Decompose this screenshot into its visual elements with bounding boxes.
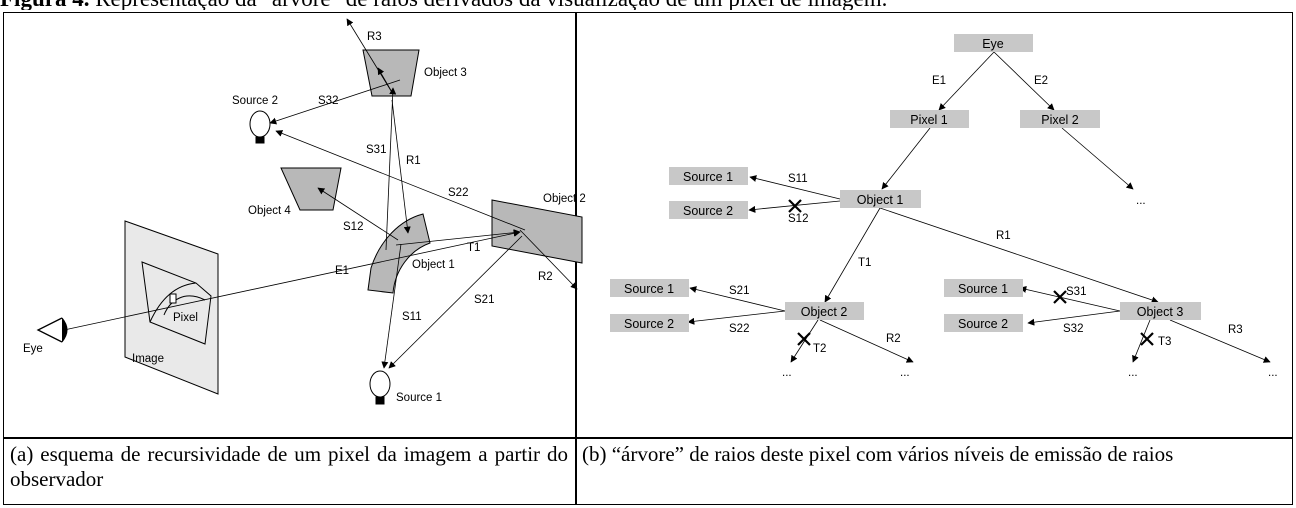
- label-s11: S11: [402, 311, 422, 323]
- node-eye: [954, 34, 1033, 52]
- edge-label-t2: T2: [813, 343, 826, 355]
- caption-a: (a) esquema de recursividade de um pixel…: [10, 442, 568, 491]
- figure-table: [3, 12, 1293, 505]
- panel-b-crosses: [788, 199, 1154, 346]
- node-pixel2-label: Pixel 2: [1041, 113, 1079, 127]
- node-object3: [1120, 302, 1201, 320]
- node-source1b: [610, 279, 689, 297]
- node-object2-label: Object 2: [801, 305, 848, 319]
- node-source1c-label: Source 1: [958, 282, 1008, 296]
- edge-label-r3: R3: [1228, 324, 1243, 336]
- source2-bulb: [249, 110, 271, 138]
- node-source2a-label: Source 2: [683, 204, 733, 218]
- edge-label-r2: R2: [886, 333, 901, 345]
- node-source2b-label: Source 2: [624, 317, 674, 331]
- ellipsis-pixel2: ...: [1136, 195, 1146, 207]
- label-e1: E1: [335, 265, 349, 277]
- edge-label-s32: S32: [1063, 323, 1083, 335]
- edge-label-t3: T3: [1158, 336, 1171, 348]
- edge-label-e1: E1: [932, 75, 946, 87]
- blocked-t2-x-icon: [797, 332, 811, 346]
- image-plane: [124, 220, 219, 395]
- pixel-icon: [169, 293, 177, 304]
- label-object2: Object 2: [543, 193, 586, 205]
- blocked-s12-x-icon: [788, 199, 802, 213]
- label-s21: S21: [474, 294, 494, 306]
- panel-a-scene: [36, 49, 583, 405]
- node-object2: [785, 302, 864, 320]
- ellipsis-t2: ...: [782, 367, 792, 379]
- caption-divider: [3, 437, 1293, 439]
- label-object3: Object 3: [424, 67, 467, 79]
- label-s31: S31: [366, 144, 386, 156]
- blocked-t3-x-icon: [1140, 332, 1154, 346]
- edge-label-s31: S31: [1066, 286, 1086, 298]
- panel-a-rays: [63, 18, 578, 369]
- object1-shape: [367, 213, 431, 294]
- node-source2c-label: Source 2: [958, 317, 1008, 331]
- edge-label-s21: S21: [729, 285, 749, 297]
- node-source2b: [610, 314, 689, 332]
- node-source2a: [669, 201, 748, 219]
- ellipsis-r2: ...: [900, 367, 910, 379]
- object2-shape: [491, 199, 583, 264]
- node-object3-label: Object 3: [1137, 305, 1184, 319]
- panel-b-edge-labels: E1 E2 S11 S12 R1 T1 S21 S22 T2 R2 S31 S3…: [729, 75, 1278, 379]
- node-pixel1: [890, 110, 969, 128]
- panel-b-nodes: Eye Pixel 1 Pixel 2 Source 1 Source 2 Ob…: [610, 34, 1201, 332]
- label-s32: S32: [318, 95, 338, 107]
- node-source1a-label: Source 1: [683, 170, 733, 184]
- node-source1a: [669, 167, 748, 185]
- label-source2: Source 2: [232, 95, 278, 107]
- label-source1: Source 1: [396, 392, 442, 404]
- figure-title: Figura 4. Representação da "árvore" de r…: [0, 0, 1296, 10]
- edge-label-r1: R1: [996, 230, 1011, 242]
- node-source1b-label: Source 1: [624, 282, 674, 296]
- edge-label-e2: E2: [1034, 75, 1048, 87]
- source1-bulb: [369, 370, 391, 398]
- label-pixel: Pixel: [173, 312, 198, 324]
- label-eye: Eye: [23, 343, 43, 355]
- node-object1-label: Object 1: [857, 193, 904, 207]
- panel-a-labels: R3 Source 2 S32 Object 3 S31 R1 S22 Obje…: [23, 31, 586, 404]
- ellipsis-r3: ...: [1268, 367, 1278, 379]
- label-r3: R3: [367, 31, 382, 43]
- node-pixel2: [1020, 110, 1100, 128]
- label-object1: Object 1: [412, 259, 455, 271]
- label-t1: T1: [467, 242, 480, 254]
- label-image: Image: [132, 353, 164, 365]
- node-source2c: [944, 314, 1023, 332]
- blocked-s31-x-icon: [1053, 290, 1067, 304]
- node-pixel1-label: Pixel 1: [910, 113, 948, 127]
- object3-shape: [362, 49, 420, 97]
- edge-label-t1: T1: [858, 257, 871, 269]
- caption-b: (b) “árvore” de raios deste pixel com vá…: [582, 442, 1174, 466]
- label-s22: S22: [448, 187, 468, 199]
- label-s12: S12: [343, 221, 363, 233]
- node-object1: [840, 190, 921, 208]
- ellipsis-t3: ...: [1128, 367, 1138, 379]
- label-r2: R2: [538, 271, 553, 283]
- label-r1: R1: [406, 155, 421, 167]
- node-eye-label: Eye: [982, 37, 1004, 51]
- edge-label-s11: S11: [788, 173, 808, 185]
- edge-label-s12: S12: [788, 213, 808, 225]
- node-source1c: [944, 279, 1023, 297]
- edge-label-s22: S22: [729, 323, 749, 335]
- label-object4: Object 4: [248, 205, 291, 217]
- object4-shape: [280, 167, 342, 211]
- eye-icon: [36, 317, 63, 343]
